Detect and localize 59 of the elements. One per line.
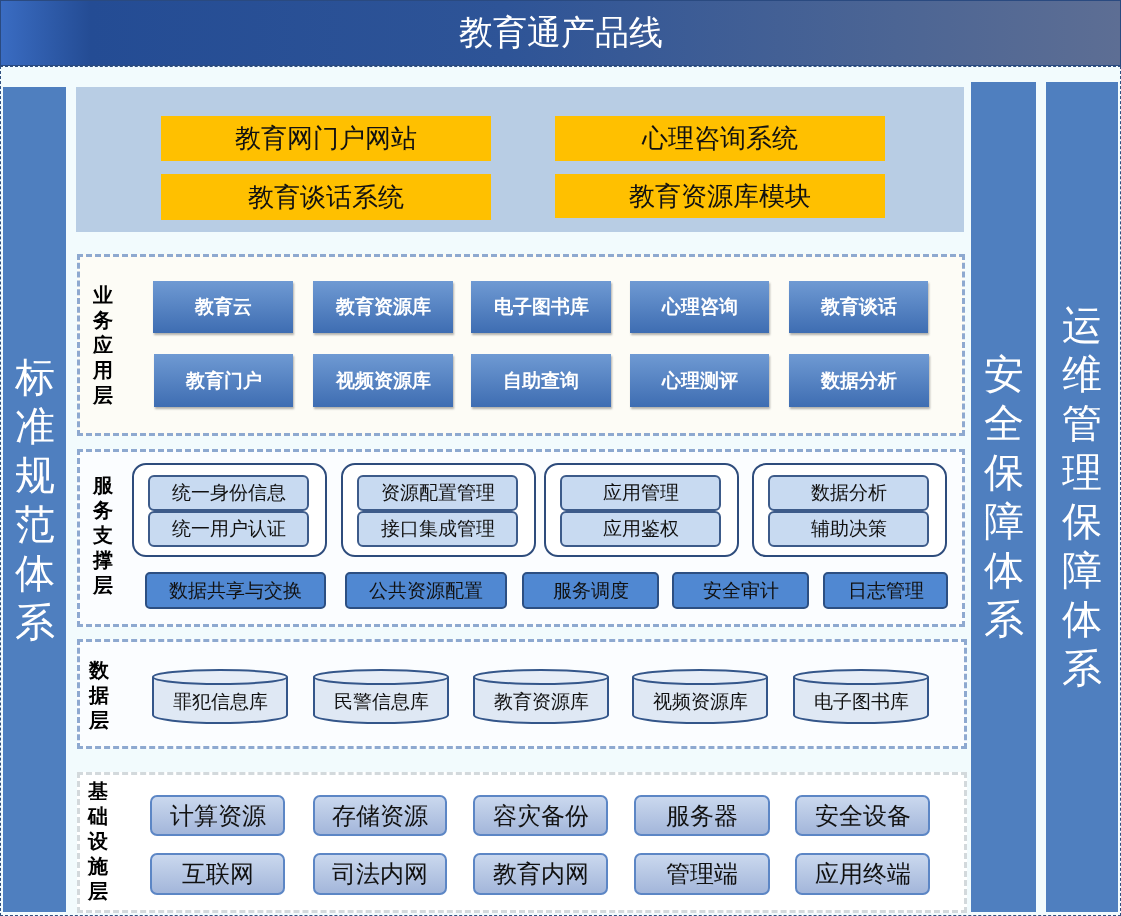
service-bar: 公共资源配置 — [345, 572, 507, 609]
database-cylinder: 民警信息库 — [313, 669, 449, 724]
infra-box: 容灾备份 — [473, 795, 608, 836]
service-box: 数据分析 — [768, 475, 929, 511]
service-bar: 日志管理 — [823, 572, 948, 609]
infra-box: 安全设备 — [795, 795, 930, 836]
infra-box: 司法内网 — [313, 853, 447, 895]
app-tile: 视频资源库 — [313, 354, 453, 407]
database-cylinder: 视频资源库 — [632, 669, 768, 724]
infra-box: 计算资源 — [150, 795, 285, 836]
module-box: 教育谈话系统 — [161, 174, 491, 220]
service-box: 资源配置管理 — [357, 475, 518, 511]
layer-heading: 服务支撑层 — [92, 473, 114, 598]
service-box: 接口集成管理 — [357, 511, 518, 547]
service-group — [752, 463, 947, 557]
app-tile: 教育谈话 — [789, 281, 928, 333]
layer-panel — [77, 449, 965, 627]
side-pillar: 运维管理保障体系 — [1046, 82, 1118, 912]
app-tile: 自助查询 — [471, 354, 611, 407]
layer-panel — [77, 639, 967, 749]
service-box: 辅助决策 — [768, 511, 929, 547]
service-group — [544, 463, 739, 557]
layer-heading: 数据层 — [88, 658, 110, 733]
layer-heading: 业务应用层 — [92, 283, 114, 408]
service-box: 统一身份信息 — [148, 475, 309, 511]
infra-box: 互联网 — [150, 853, 285, 895]
service-bar: 安全审计 — [672, 572, 809, 609]
service-bar: 服务调度 — [522, 572, 659, 609]
infra-box: 服务器 — [634, 795, 770, 836]
app-tile: 心理测评 — [630, 354, 769, 407]
layer-heading: 基础设施层 — [87, 779, 109, 904]
service-box: 应用鉴权 — [560, 511, 721, 547]
service-box: 应用管理 — [560, 475, 721, 511]
app-tile: 数据分析 — [789, 354, 929, 407]
layer-panel — [77, 254, 965, 436]
app-tile: 教育门户 — [154, 354, 293, 407]
module-panel — [76, 87, 964, 232]
app-tile: 电子图书库 — [471, 281, 611, 333]
module-box: 心理咨询系统 — [555, 116, 885, 161]
side-pillar: 安全保障体系 — [971, 82, 1036, 912]
database-cylinder: 电子图书库 — [793, 669, 929, 724]
app-tile: 教育资源库 — [313, 281, 453, 333]
service-box: 统一用户认证 — [148, 511, 309, 547]
app-tile: 心理咨询 — [630, 281, 769, 333]
service-bar: 数据共享与交换 — [145, 572, 326, 609]
infra-box: 应用终端 — [795, 853, 930, 895]
infra-box: 管理端 — [634, 853, 770, 895]
module-box: 教育网门户网站 — [161, 116, 491, 161]
module-box: 教育资源库模块 — [555, 174, 885, 218]
infra-box: 教育内网 — [473, 853, 608, 895]
service-group — [132, 463, 327, 557]
side-pillar: 标准规范体系 — [3, 87, 66, 912]
database-cylinder: 罪犯信息库 — [152, 669, 288, 724]
infra-box: 存储资源 — [313, 795, 447, 836]
database-cylinder: 教育资源库 — [473, 669, 609, 724]
app-tile: 教育云 — [153, 281, 293, 333]
layer-panel — [77, 772, 967, 913]
service-group — [341, 463, 536, 557]
title-banner: 教育通产品线 — [0, 0, 1121, 66]
